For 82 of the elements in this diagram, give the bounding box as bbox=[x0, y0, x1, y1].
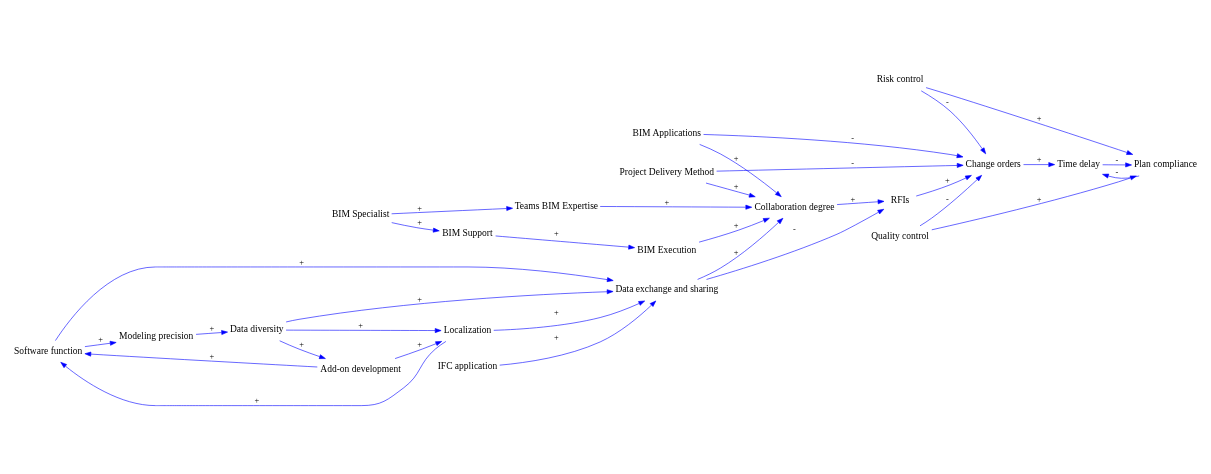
edge-label: + bbox=[554, 332, 559, 342]
node-text: Plan compliance bbox=[1133, 158, 1198, 169]
arrow bbox=[84, 351, 318, 367]
node-text: Data exchange and sharing bbox=[615, 283, 719, 294]
node-text: Add-on development bbox=[320, 363, 401, 374]
arrow bbox=[285, 288, 614, 322]
arrow bbox=[703, 133, 964, 158]
edge-label: + bbox=[209, 323, 215, 333]
node-text: Change orders bbox=[965, 158, 1021, 169]
node-text: BIM Support bbox=[442, 227, 493, 238]
arrow bbox=[1102, 173, 1140, 179]
edge-label: + bbox=[417, 217, 422, 227]
arrow bbox=[495, 235, 635, 249]
arrow bbox=[391, 221, 440, 232]
node-text: Teams BIM Expertise bbox=[514, 200, 599, 211]
arrow bbox=[1023, 161, 1055, 167]
arrow bbox=[493, 300, 646, 331]
edge-label: + bbox=[417, 203, 422, 213]
node-text: Quality control bbox=[871, 230, 930, 241]
arrow bbox=[925, 86, 1134, 155]
node-text: Collaboration degree bbox=[754, 201, 835, 212]
arrow bbox=[285, 327, 442, 333]
edge-label: + bbox=[299, 257, 305, 267]
edge-label: + bbox=[209, 351, 215, 361]
arrow bbox=[391, 205, 513, 214]
arrow bbox=[706, 208, 885, 280]
edge-label: + bbox=[358, 320, 363, 330]
edge-label: + bbox=[554, 228, 559, 238]
arrow bbox=[915, 174, 972, 196]
node-text: Software function bbox=[13, 345, 83, 356]
node-text: Data diversity bbox=[229, 323, 284, 334]
arrow bbox=[931, 175, 1137, 230]
node-text: BIM Execution bbox=[637, 244, 697, 255]
arrow bbox=[698, 217, 770, 242]
arrow bbox=[55, 266, 614, 341]
node-text: IFC application bbox=[437, 360, 498, 371]
node-text: Time delay bbox=[1057, 158, 1100, 169]
edge-label: + bbox=[1036, 194, 1042, 204]
edge-label: + bbox=[1036, 154, 1042, 164]
edge-label: + bbox=[850, 194, 856, 204]
edge-label: + bbox=[554, 307, 559, 317]
node-text: BIM Specialist bbox=[331, 208, 390, 219]
arrow bbox=[279, 339, 326, 359]
edge-label: + bbox=[417, 294, 422, 304]
arrow bbox=[60, 340, 447, 406]
arrow bbox=[716, 162, 964, 171]
edge-label: - bbox=[1115, 167, 1119, 177]
node-text: Project Delivery Method bbox=[619, 166, 715, 177]
edge-label: - bbox=[851, 133, 855, 143]
edge-label: + bbox=[98, 334, 103, 344]
node-text: Localization bbox=[443, 324, 492, 335]
edge-label: + bbox=[254, 395, 260, 405]
arrow bbox=[599, 204, 753, 210]
node-text: Modeling precision bbox=[119, 330, 194, 341]
arrow bbox=[836, 198, 885, 205]
edge-label: + bbox=[299, 339, 305, 349]
node-text: RFIs bbox=[890, 194, 910, 205]
arrow bbox=[394, 340, 442, 359]
edge-label: - bbox=[793, 224, 796, 234]
edge-label: + bbox=[733, 247, 739, 257]
arrow bbox=[84, 340, 117, 347]
arrow bbox=[705, 182, 756, 197]
arrow bbox=[699, 143, 782, 197]
edge-label: + bbox=[417, 339, 422, 349]
arrow bbox=[195, 329, 228, 335]
edge-label: + bbox=[945, 175, 950, 185]
node-text: BIM Applications bbox=[632, 127, 702, 138]
edge-label: - bbox=[851, 158, 855, 168]
edge-label: - bbox=[946, 97, 949, 107]
node-text: Risk control bbox=[876, 73, 924, 84]
arrow bbox=[697, 217, 784, 280]
edge-label: - bbox=[946, 194, 949, 204]
arrow bbox=[1102, 162, 1132, 167]
edge-label: + bbox=[733, 181, 739, 191]
edge-label: + bbox=[1036, 113, 1042, 123]
arrow bbox=[499, 300, 657, 365]
edge-label: - bbox=[1115, 155, 1119, 165]
arrow bbox=[920, 90, 986, 154]
arrow bbox=[919, 174, 982, 226]
edge-label: + bbox=[664, 197, 670, 207]
edge-label: + bbox=[733, 153, 739, 163]
edge-label: + bbox=[733, 220, 739, 230]
